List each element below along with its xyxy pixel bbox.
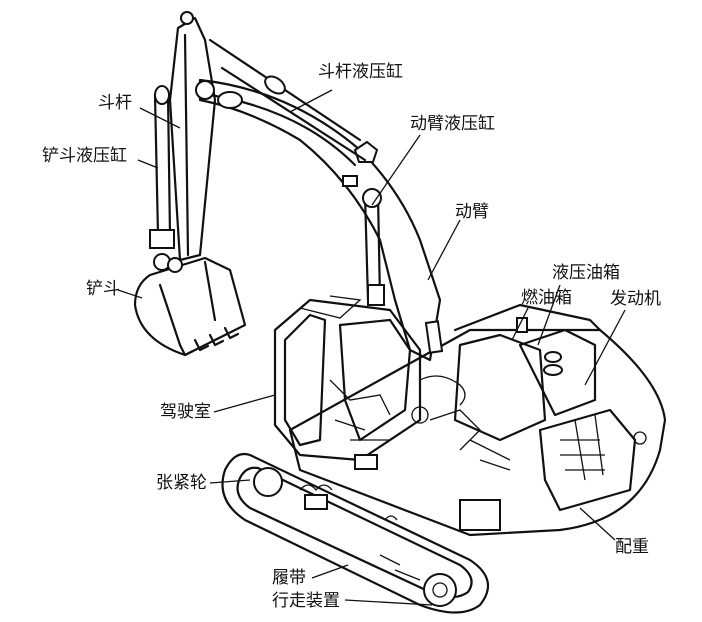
- engine: [538, 408, 637, 512]
- leader-boom-cylinder: [371, 134, 421, 206]
- bucket-pin: [167, 257, 183, 273]
- engine-detail: [560, 414, 605, 481]
- leader-undercarriage: [344, 599, 433, 606]
- arm-outline: [168, 16, 217, 262]
- bucket-outline: [133, 256, 247, 357]
- boom-cylinder-base: [367, 284, 385, 306]
- track-roller: [384, 515, 398, 521]
- leader-arm-cylinder: [289, 89, 333, 113]
- label-track: 履带: [272, 568, 306, 588]
- tension-spring: [299, 484, 333, 492]
- leader-bucket-cylinder: [137, 159, 159, 169]
- boom-cylinder: [363, 193, 382, 302]
- track-frame-detail: [379, 554, 421, 581]
- leader-counterweight: [579, 507, 616, 541]
- spring-housing: [304, 494, 328, 510]
- leader-engine: [584, 309, 626, 386]
- bucket-linkage: [149, 229, 175, 249]
- track: [221, 452, 490, 614]
- arm-boom-pin: [195, 80, 215, 100]
- label-arm: 斗杆: [98, 93, 132, 113]
- cab-step: [354, 454, 378, 470]
- leader-cab: [213, 394, 276, 413]
- tank-cap-base: [543, 364, 563, 376]
- hydraulic-lines: [429, 409, 511, 471]
- upper-structure: [288, 303, 667, 537]
- leader-arm: [139, 107, 181, 129]
- leader-hydraulic-tank: [537, 284, 561, 346]
- cab-controls: [329, 379, 391, 441]
- label-bucket-cylinder: 铲斗液压缸: [42, 146, 127, 166]
- label-idler: 张紧轮: [156, 473, 207, 493]
- arm: [149, 11, 367, 271]
- hydraulic-tank: [453, 333, 547, 442]
- fuel-tank: [518, 328, 597, 417]
- battery-box: [459, 499, 501, 531]
- leader-idler: [209, 479, 251, 484]
- arm-top-pin: [180, 11, 194, 25]
- track-outer-outline: [221, 452, 490, 614]
- arm-cylinder-collar: [264, 75, 286, 95]
- cab-front-window: [283, 313, 327, 447]
- leader-lines: [117, 89, 626, 606]
- boom-foot-bracket: [424, 320, 444, 354]
- label-engine: 发动机: [610, 289, 661, 309]
- leader-track: [311, 564, 349, 579]
- cab-outline: [273, 298, 422, 462]
- arm-boom-joint: [217, 91, 243, 109]
- label-cab: 驾驶室: [160, 402, 211, 422]
- exhaust-pipe: [516, 317, 528, 333]
- drive-sprocket: [423, 573, 457, 607]
- boom-outline: [198, 78, 442, 362]
- label-boom: 动臂: [455, 202, 489, 222]
- engine-cover: [453, 303, 602, 332]
- bucket-cylinder-pin: [154, 85, 170, 105]
- bucket: [133, 256, 247, 357]
- leader-boom: [427, 219, 461, 281]
- cab-roof: [299, 295, 362, 319]
- bucket-cylinder: [153, 93, 172, 237]
- boom: [198, 78, 444, 362]
- label-arm-cylinder: 斗杆液压缸: [318, 62, 403, 82]
- label-boom-cylinder: 动臂液压缸: [410, 114, 495, 134]
- idler-wheel: [253, 467, 283, 497]
- leader-bucket: [117, 289, 143, 299]
- label-bucket: 铲斗: [86, 279, 120, 299]
- arm-edge: [183, 33, 190, 257]
- sprocket-hub: [432, 582, 448, 598]
- label-hydraulic-tank: 液压油箱: [552, 263, 620, 283]
- bucket-edge: [158, 260, 217, 347]
- label-counterweight: 配重: [615, 537, 649, 557]
- bucket-teeth: [178, 326, 240, 357]
- label-fuel-tank: 燃油箱: [521, 288, 572, 308]
- upper-body-outline: [288, 328, 667, 537]
- counterweight-bolt: [633, 431, 647, 445]
- boom-light: [342, 175, 358, 187]
- label-undercarriage: 行走装置: [272, 591, 340, 611]
- boom-cylinder-pin: [362, 188, 382, 208]
- boom-bracket: [353, 140, 379, 163]
- tank-cap: [544, 351, 562, 363]
- hydraulic-hose: [419, 375, 466, 406]
- cab-side-window: [338, 318, 412, 442]
- cab: [273, 295, 422, 470]
- leader-fuel-tank: [511, 307, 529, 341]
